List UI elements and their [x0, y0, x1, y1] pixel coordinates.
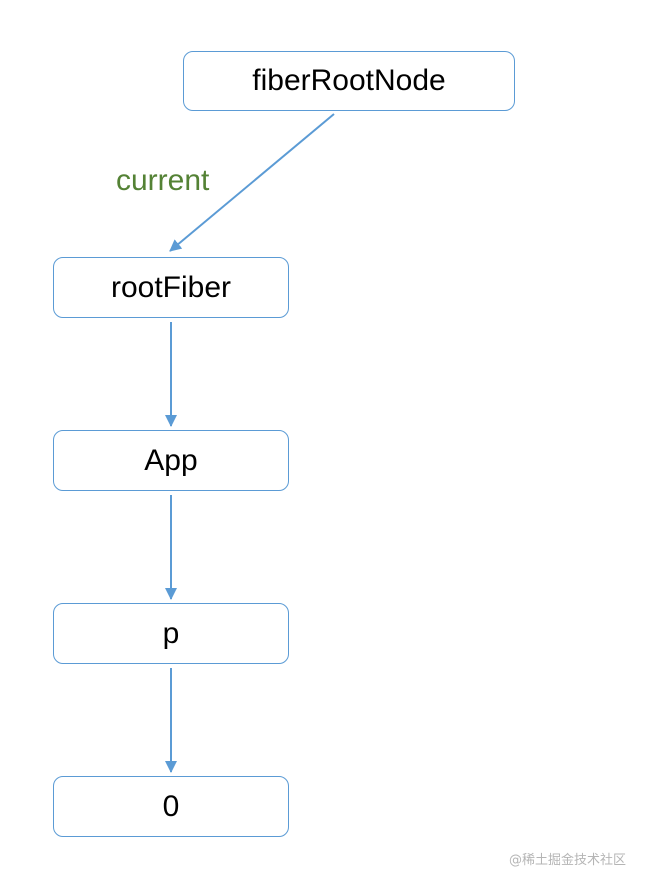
node-root-fiber: rootFiber [53, 257, 289, 318]
node-fiber-root-node: fiberRootNode [183, 51, 515, 111]
node-p-label: p [162, 616, 180, 650]
watermark: @稀土掘金技术社区 [508, 853, 626, 868]
edge-label-current: current [116, 164, 210, 197]
edge-current-arrow [169, 113, 335, 252]
node-p: p [53, 603, 289, 664]
node-app: App [53, 430, 289, 491]
node-app-label: App [144, 443, 198, 477]
node-zero-label: 0 [162, 789, 180, 823]
node-zero: 0 [53, 776, 289, 837]
node-fiber-root-node-label: fiberRootNode [252, 64, 446, 97]
node-root-fiber-label: rootFiber [110, 270, 232, 304]
